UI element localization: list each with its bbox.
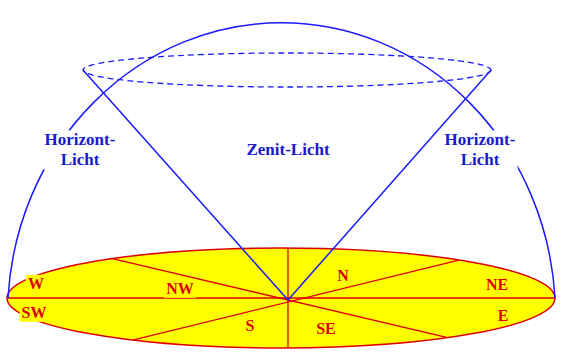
region-label: Horizont- Licht: [443, 130, 518, 169]
compass-label: S: [244, 317, 257, 335]
sky-dome-arc: [8, 23, 555, 298]
compass-lines: [0, 240, 563, 354]
compass-label: W: [26, 275, 46, 293]
compass-label: NW: [164, 280, 196, 298]
compass-label: E: [496, 307, 511, 325]
compass-label: SE: [314, 320, 338, 338]
compass-label: SW: [20, 304, 49, 322]
zenith-cone-rim: [83, 53, 491, 87]
compass-label: N: [335, 267, 351, 285]
zenith-cone-line: [83, 70, 288, 300]
zenith-cone-line: [288, 70, 491, 300]
region-label: Horizont- Licht: [43, 130, 118, 169]
region-label: Zenit-Licht: [244, 140, 331, 160]
compass-label: NE: [484, 276, 510, 294]
